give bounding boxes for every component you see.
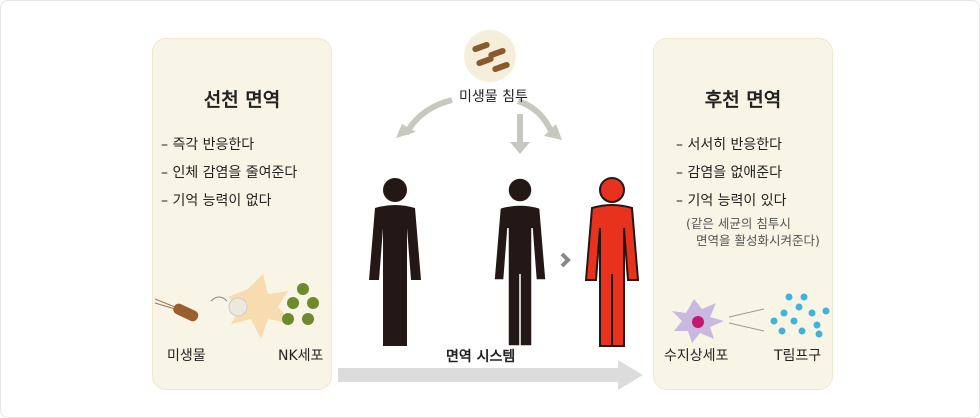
invasion-arrows [403, 97, 556, 144]
adaptive-title: 후천 면역 [704, 89, 782, 111]
adaptive-item: – 기억 능력이 있다 [676, 193, 787, 209]
t-cell-illustration [672, 293, 830, 343]
adaptive-item: – 서서히 반응한다 [676, 137, 783, 153]
innate-title: 선천 면역 [203, 89, 281, 111]
innate-immunity-panel: 선천 면역 – 즉각 반응한다 – 인체 감염을 줄여준다 – 기억 능력이 없… [152, 38, 332, 390]
innate-item: – 인체 감염을 줄여준다 [161, 165, 298, 181]
t-lymphocytes-icon [770, 293, 830, 338]
microbe-icon [154, 298, 199, 322]
dendritic-cell-label: 수지상세포 [664, 348, 729, 364]
adaptive-immunity-panel: 후천 면역 – 서서히 반응한다 – 감염을 없애준다 – 기억 능력이 있다 … [653, 38, 833, 390]
microbe-circle-icon [464, 30, 516, 82]
immune-system-label: 면역 시스템 [446, 349, 516, 365]
adaptive-note: (같은 세균의 침투시 [686, 216, 791, 231]
person-icon [493, 177, 547, 347]
microbe-label: 미생물 [167, 348, 206, 364]
immune-system-arrow-icon [338, 360, 643, 390]
immune-system-diagram [369, 30, 639, 347]
adaptive-note: 면역을 활성화시켜준다) [696, 233, 820, 248]
nk-cell-illustration [154, 274, 319, 339]
adaptive-item: – 감염을 없애준다 [676, 165, 783, 181]
invasion-label: 미생물 침투 [459, 89, 528, 105]
innate-item: – 즉각 반응한다 [161, 137, 255, 153]
innate-item: – 기억 능력이 없다 [161, 193, 272, 209]
t-lymphocyte-label: T림프구 [774, 348, 822, 364]
person-icon [369, 178, 421, 346]
nk-cell-label: NK세포 [278, 348, 324, 364]
dendritic-cell-icon [672, 299, 724, 343]
nk-cells-icon [282, 283, 319, 325]
infected-person-icon [585, 177, 639, 347]
chevron-right-icon [560, 252, 571, 268]
